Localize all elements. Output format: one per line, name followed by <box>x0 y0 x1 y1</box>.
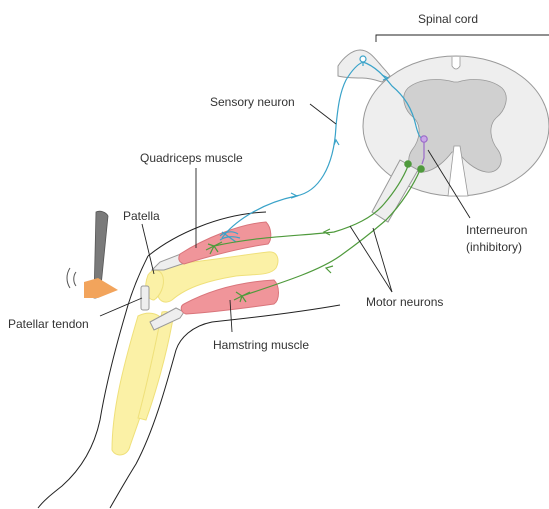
patellar-tendon-label: Patellar tendon <box>8 317 89 331</box>
patellar-tendon <box>141 286 149 310</box>
motor-neuron-hamstring-body <box>418 166 424 172</box>
sensory-neuron-cell-body <box>360 56 366 62</box>
dorsal-median-sulcus <box>452 57 460 69</box>
motor-neurons-leader-2 <box>373 228 392 292</box>
motor-neurons-leader-1 <box>350 226 392 292</box>
hammer-head <box>84 278 118 298</box>
reflex-hammer-icon <box>67 211 118 298</box>
motor-neurons-label: Motor neurons <box>366 295 443 309</box>
ventral-root <box>372 160 418 222</box>
spinal-cord <box>338 50 549 222</box>
sensory-neuron-axon <box>222 62 363 238</box>
sensory-neuron-label: Sensory neuron <box>210 95 295 109</box>
motor-arrow <box>326 266 333 273</box>
interneuron-label: Interneuron <box>466 223 527 237</box>
dorsal-root-ganglion-outline <box>338 50 390 82</box>
spinal-cord-label: Spinal cord <box>418 12 478 26</box>
quadriceps-muscle-label: Quadriceps muscle <box>140 151 243 165</box>
spinal-cord-bracket <box>376 35 549 42</box>
hamstring-muscle-label: Hamstring muscle <box>213 338 309 352</box>
motor-neuron-quadriceps-body <box>405 161 411 167</box>
interneuron-sublabel: (inhibitory) <box>466 240 522 254</box>
patellar-tendon-leader <box>100 298 142 316</box>
interneuron-cell-body <box>421 136 427 142</box>
patella-label: Patella <box>123 209 160 223</box>
sensory-arrow <box>291 193 297 198</box>
impact-lines <box>67 268 76 288</box>
patella-leader <box>142 224 154 274</box>
sensory-neuron-leader <box>310 104 336 124</box>
